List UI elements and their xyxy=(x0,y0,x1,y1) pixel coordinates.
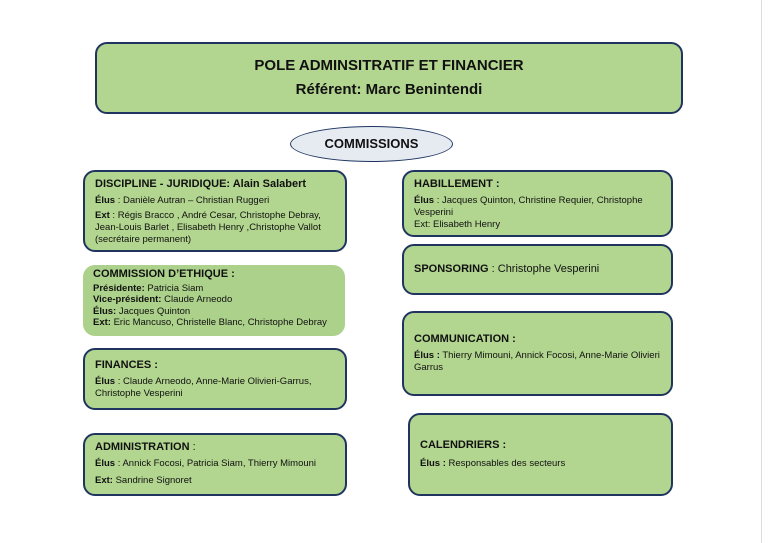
habillement-elus: Élus : Jacques Quinton, Christine Requie… xyxy=(414,195,643,218)
habillement-ext: Ext: Elisabeth Henry xyxy=(414,219,501,230)
ethique-presidente: Présidente: Patricia Siam xyxy=(93,282,204,294)
discipline-ext: Ext : Régis Bracco , André Cesar, Christ… xyxy=(95,210,321,245)
communication-box: COMMUNICATION : Élus : Thierry Mimouni, … xyxy=(402,311,673,396)
pole-header: POLE ADMINSITRATIF ET FINANCIER Référent… xyxy=(95,42,683,114)
finances-title: FINANCES : xyxy=(95,359,158,371)
commissions-label: COMMISSIONS xyxy=(290,126,453,162)
sponsoring-box: SPONSORING : Christophe Vesperini xyxy=(402,244,673,295)
administration-elus: Élus : Annick Focosi, Patricia Siam, Thi… xyxy=(95,458,317,469)
ethique-ext: Ext: Eric Mancuso, Christelle Blanc, Chr… xyxy=(93,317,327,328)
finances-elus: Élus : Claude Arneodo, Anne-Marie Olivie… xyxy=(95,376,312,399)
habillement-title: HABILLEMENT : xyxy=(414,178,500,190)
ethique-vice: Vice-président: Claude Arneodo xyxy=(93,294,233,305)
communication-elus: Élus : Thierry Mimouni, Annick Focosi, A… xyxy=(414,350,660,373)
administration-title: ADMINISTRATION : xyxy=(95,441,196,453)
referent: Référent: Marc Benintendi xyxy=(295,81,483,98)
page-edge xyxy=(761,0,762,543)
communication-title: COMMUNICATION : xyxy=(414,333,516,345)
calendriers-elus: Élus : Responsables des secteurs xyxy=(420,458,566,469)
calendriers-title: CALENDRIERS : xyxy=(420,439,507,451)
ethique-box: COMMISSION D’ETHIQUE : Présidente: Patri… xyxy=(83,265,345,336)
discipline-box: DISCIPLINE - JURIDIQUE: Alain Salabert É… xyxy=(83,170,347,252)
sponsoring-text: SPONSORING : Christophe Vesperini xyxy=(414,263,600,275)
discipline-title: DISCIPLINE - JURIDIQUE: Alain Salabert xyxy=(95,178,307,190)
administration-box: ADMINISTRATION : Élus : Annick Focosi, P… xyxy=(83,433,347,496)
pole-title: POLE ADMINSITRATIF ET FINANCIER xyxy=(254,57,524,74)
finances-box: FINANCES : Élus : Claude Arneodo, Anne-M… xyxy=(83,348,347,410)
calendriers-box: CALENDRIERS : Élus : Responsables des se… xyxy=(408,413,673,496)
administration-ext: Ext: Sandrine Signoret xyxy=(95,475,192,486)
habillement-box: HABILLEMENT : Élus : Jacques Quinton, Ch… xyxy=(402,170,673,237)
ethique-title: COMMISSION D’ETHIQUE : xyxy=(93,268,235,280)
ethique-elus: Élus: Jacques Quinton xyxy=(93,305,191,317)
discipline-elus: Élus : Danièle Autran – Christian Rugger… xyxy=(95,195,270,206)
